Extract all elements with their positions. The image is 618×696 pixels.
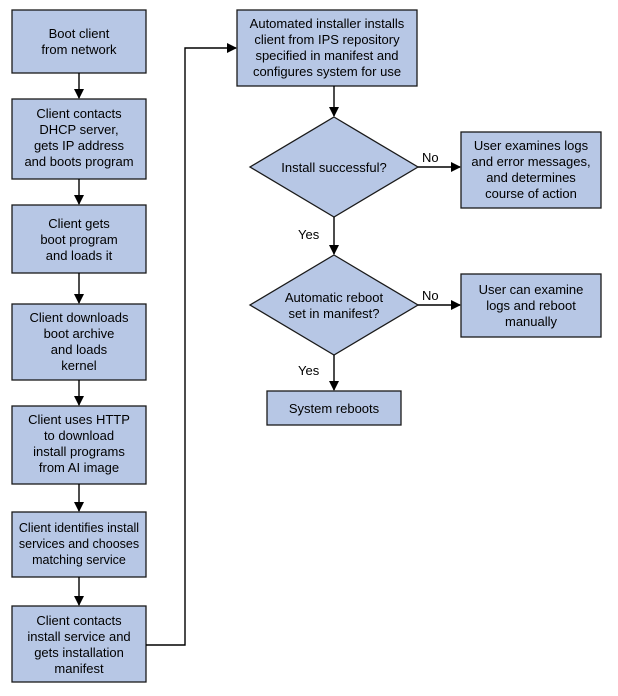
node-label: Install successful? bbox=[281, 160, 387, 175]
node-label-line: Automated installer installs bbox=[250, 16, 405, 31]
node-label-line: User can examine bbox=[479, 282, 584, 297]
node-label-line: set in manifest? bbox=[288, 306, 379, 321]
node-label-line: System reboots bbox=[289, 401, 380, 416]
node-label-line: boot program bbox=[40, 232, 117, 247]
node-label-line: client from IPS repository bbox=[254, 32, 400, 47]
node-label-line: specified in manifest and bbox=[255, 48, 398, 63]
node-label-line: from network bbox=[41, 42, 117, 57]
node-label-line: Client downloads bbox=[29, 310, 129, 325]
node-label-line: manually bbox=[505, 314, 558, 329]
node-label-line: gets IP address bbox=[34, 138, 125, 153]
node-label-line: configures system for use bbox=[253, 64, 401, 79]
node-label-line: gets installation bbox=[34, 645, 124, 660]
node-label-line: Client gets bbox=[48, 216, 110, 231]
node-label-line: kernel bbox=[61, 358, 97, 373]
node-label-line: and loads bbox=[51, 342, 108, 357]
node-label-line: manifest bbox=[54, 661, 104, 676]
node-label-line: install programs bbox=[33, 444, 125, 459]
edge-label-reboot-yes: Yes bbox=[298, 363, 320, 378]
node-label-line: and error messages, bbox=[471, 154, 590, 169]
node-system-reboots: System reboots bbox=[266, 390, 402, 426]
node-label-line: to download bbox=[44, 428, 114, 443]
node-label-line: course of action bbox=[485, 186, 577, 201]
node-label-line: Client uses HTTP bbox=[28, 412, 130, 427]
arrow-contact-to-installer bbox=[146, 43, 237, 646]
node-label-line: and determines bbox=[486, 170, 576, 185]
decision-install-successful: Install successful? bbox=[248, 116, 420, 218]
edge-label-reboot-no: No bbox=[422, 288, 439, 303]
node-label-line: Client contacts bbox=[36, 613, 122, 628]
node-label-line: Automatic reboot bbox=[285, 290, 384, 305]
node-label-line: Client identifies install bbox=[19, 521, 139, 535]
node-label-line: and loads it bbox=[46, 248, 113, 263]
node-label-line: and boots program bbox=[24, 154, 133, 169]
node-label-line: Install successful? bbox=[281, 160, 387, 175]
node-label-line: DHCP server, bbox=[39, 122, 118, 137]
node-label: Client identifies install services and ch… bbox=[19, 521, 139, 567]
node-label-line: logs and reboot bbox=[486, 298, 576, 313]
node-label-line: install service and bbox=[27, 629, 130, 644]
node-label-line: from AI image bbox=[39, 460, 119, 475]
node-label-line: User examines logs bbox=[474, 138, 589, 153]
node-label-line: matching service bbox=[32, 553, 126, 567]
edge-label-install-yes: Yes bbox=[298, 227, 320, 242]
node-label-line: services and chooses bbox=[19, 537, 139, 551]
edge-label-install-no: No bbox=[422, 150, 439, 165]
node-label-line: Client contacts bbox=[36, 106, 122, 121]
node-label-line: Boot client bbox=[49, 26, 110, 41]
node-client-identifies-services: Client identifies install services and ch… bbox=[11, 511, 147, 578]
node-label: System reboots bbox=[289, 401, 380, 416]
node-label-line: boot archive bbox=[44, 326, 115, 341]
